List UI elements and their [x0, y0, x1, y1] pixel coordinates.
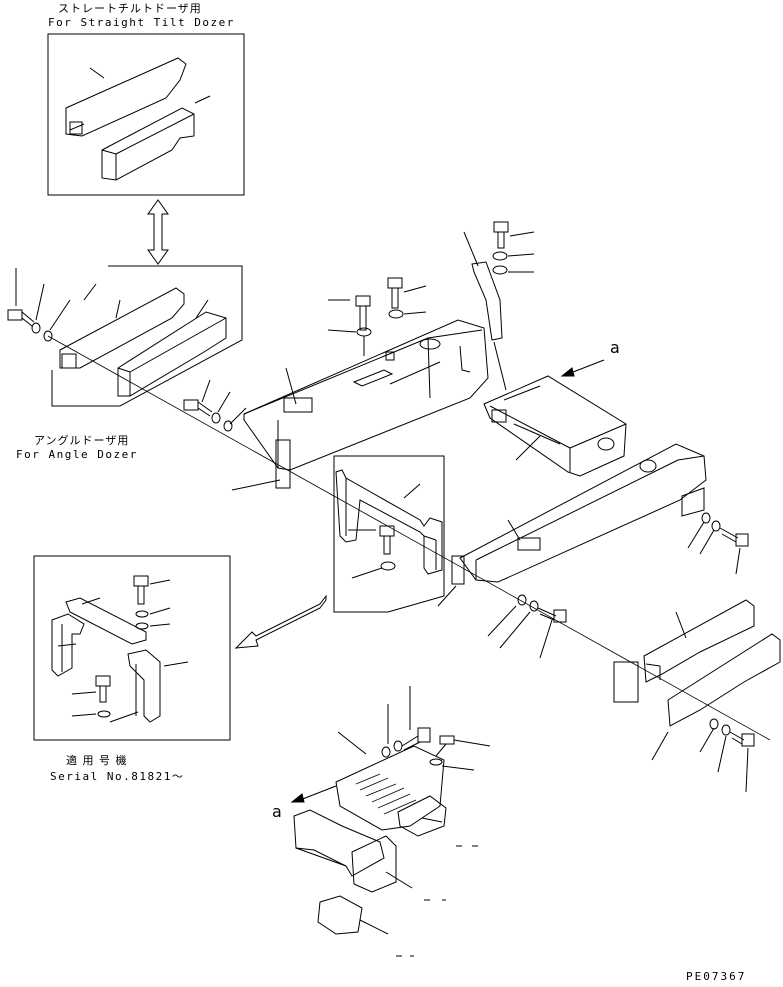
- angle-guard-plate: [118, 312, 226, 396]
- bolt-icon: [402, 728, 430, 750]
- bolt-icon: [8, 310, 34, 326]
- drawing-code: PE07367: [686, 970, 747, 983]
- bolt-icon: [96, 676, 110, 702]
- bolt-icon: [720, 528, 748, 546]
- bolt-icon: [388, 278, 402, 308]
- bolt-icon: [184, 400, 212, 416]
- support-bracket: [336, 470, 442, 574]
- bolt-icon: [436, 736, 454, 756]
- serial-inset: [34, 556, 230, 740]
- washer-icon: [32, 323, 40, 333]
- bolt-icon: [356, 296, 370, 330]
- straight-tilt-label-jp: ストレートチルトドーザ用: [58, 2, 202, 15]
- callout-a-left: a: [272, 802, 282, 821]
- floor-plate-assembly: [294, 746, 446, 934]
- double-arrow-icon: [148, 200, 168, 264]
- straight-tilt-inset: [48, 34, 244, 195]
- bolt-icon: [730, 732, 754, 746]
- main-frame-right: [452, 444, 706, 584]
- serial-label-jp: 適 用 号 機: [66, 754, 128, 767]
- angle-dozer-label-jp: アングルドーザ用: [34, 434, 130, 447]
- straight-tilt-label-en: For Straight Tilt Dozer: [48, 16, 235, 29]
- bolt-icon: [538, 608, 566, 622]
- bolt-icon: [494, 222, 508, 248]
- angle-dozer-group: [8, 266, 242, 406]
- callout-a-right: a: [610, 338, 620, 357]
- support-inset: [334, 456, 444, 612]
- inset-frame: [48, 34, 244, 195]
- angle-cover-plate: [60, 288, 184, 368]
- cover-plate: [66, 58, 186, 136]
- serial-label-en: Serial No.81821～: [50, 770, 185, 783]
- bolt-icon: [134, 576, 148, 604]
- arrow-a-icon: [292, 786, 336, 802]
- side-plates-right: [614, 600, 780, 760]
- bracket-arm: [464, 232, 506, 390]
- main-frame-left: [244, 320, 488, 488]
- guard-plate: [102, 108, 194, 180]
- angle-dozer-label-en: For Angle Dozer: [16, 448, 138, 461]
- big-arrow-icon: [236, 596, 326, 648]
- inset-frame: [34, 556, 230, 740]
- bolt-icon: [380, 526, 394, 554]
- washer-icon: [44, 331, 52, 341]
- cross-member: [484, 376, 626, 476]
- arrow-a-icon: [562, 360, 604, 376]
